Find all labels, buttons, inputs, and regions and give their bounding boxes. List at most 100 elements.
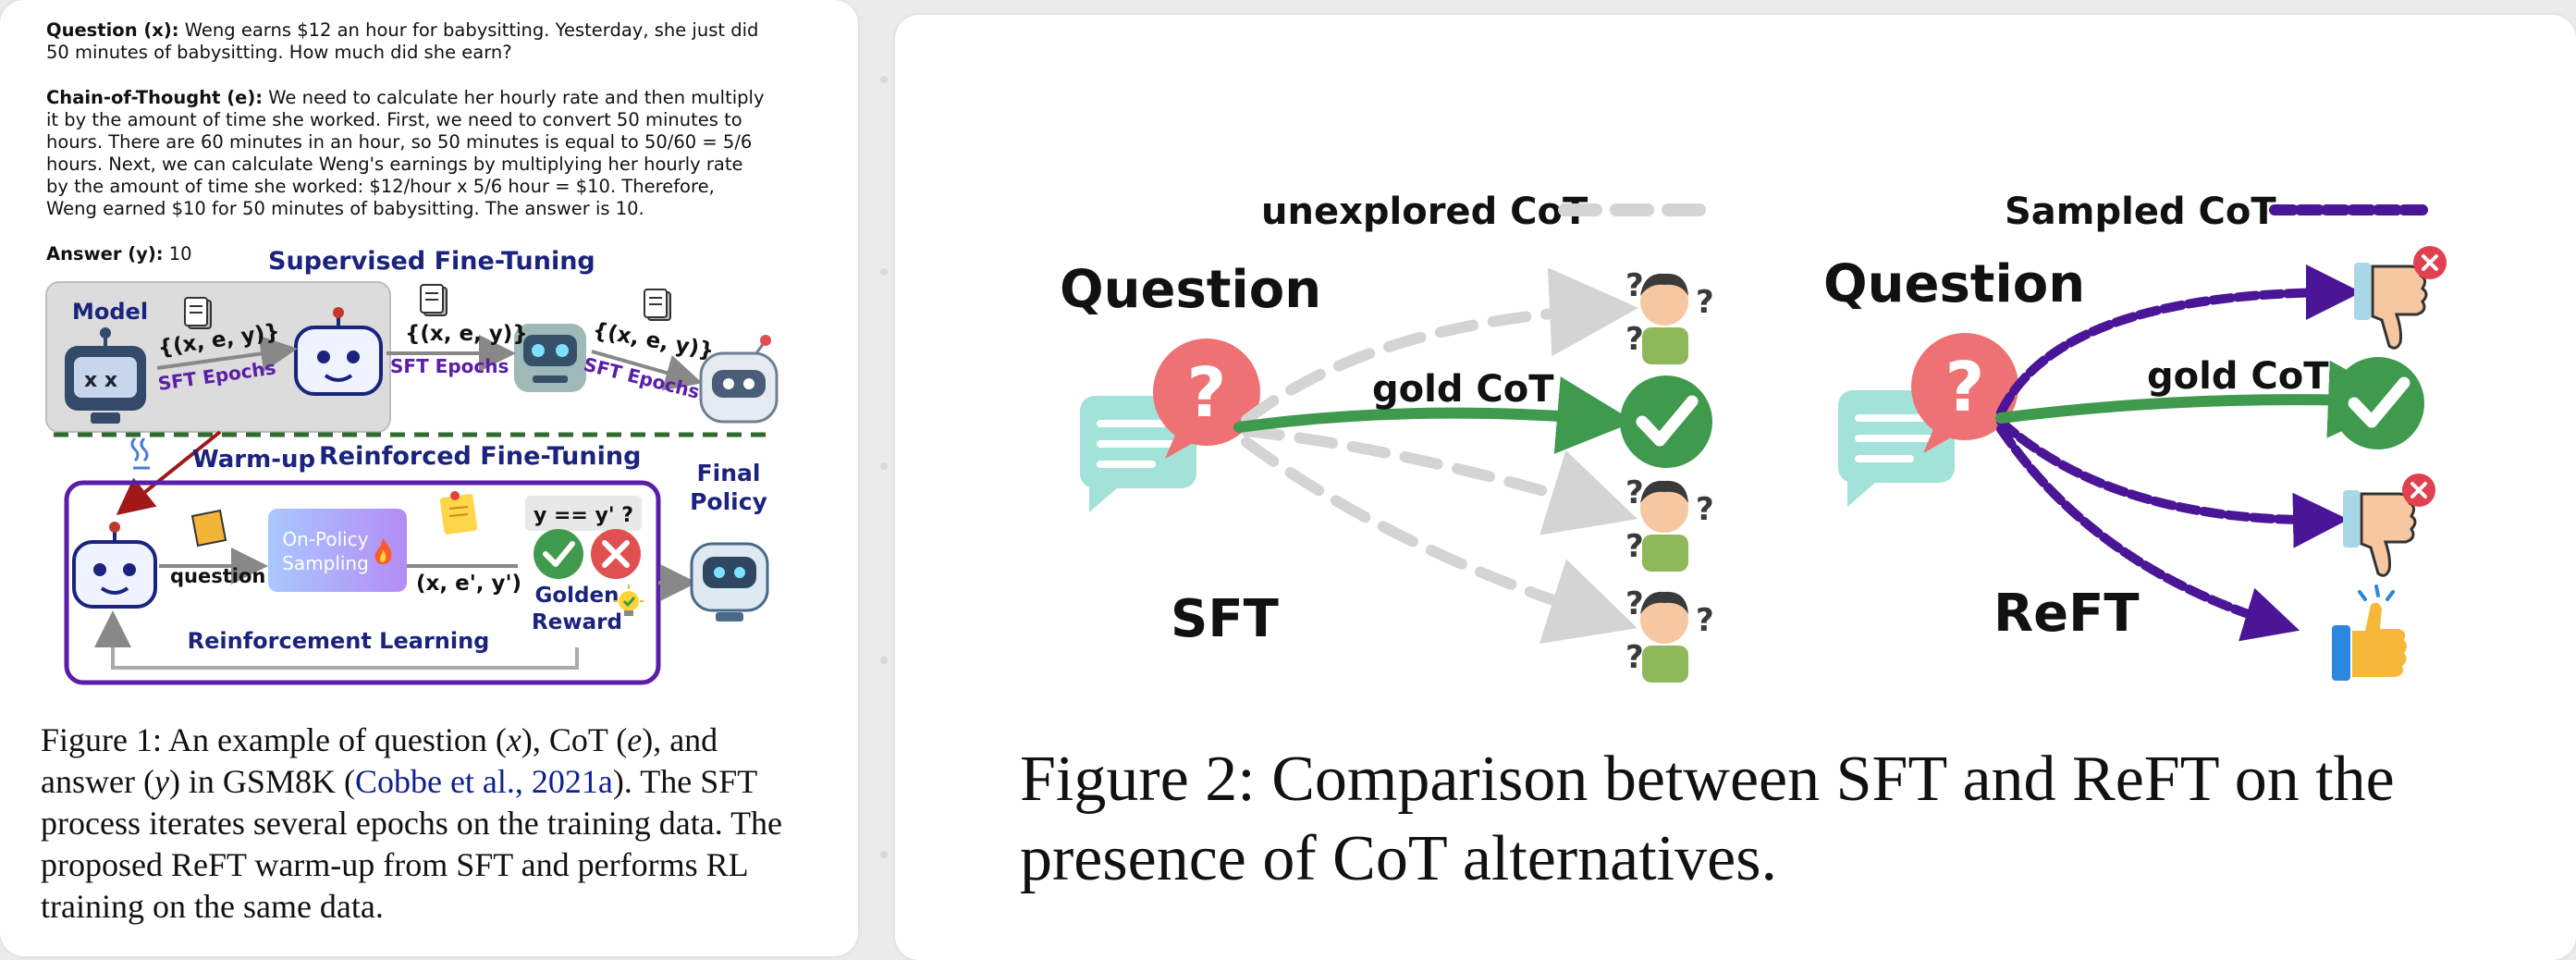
cross-circle-icon <box>591 529 641 579</box>
sampled-cot-path <box>1996 417 2349 548</box>
thumbs-down-icon <box>2354 246 2447 350</box>
caption-symbol: y <box>153 763 169 800</box>
on-policy-sampling-box <box>268 509 407 592</box>
tuple-label: {(x, e, y)} <box>405 322 528 346</box>
unexplored-cot-path <box>1241 425 1638 535</box>
svg-text:x x: x x <box>84 369 117 392</box>
sft-epochs-label: SFT Epochs <box>390 355 509 377</box>
golden-reward-label: Golden <box>534 584 619 608</box>
cot-line3: hours. There are 60 minutes in an hour, … <box>46 131 753 153</box>
svg-text:?: ? <box>1696 602 1714 639</box>
cot-line4: hours. Next, we can calculate Weng's ear… <box>46 154 743 175</box>
warmup-label: Warm-up <box>192 446 315 474</box>
sft-title: Supervised Fine-Tuning <box>268 247 595 276</box>
separator-dot <box>880 268 888 276</box>
steam-icon <box>130 437 150 470</box>
golden-reward-label: Reward <box>532 610 622 634</box>
citation-link[interactable]: Cobbe et al., 2021a <box>354 763 613 800</box>
sft-arrow <box>156 335 298 373</box>
cot-text: Chain-of-Thought (e): We need to calcula… <box>46 87 764 109</box>
answer-label: Answer (y): <box>46 243 164 265</box>
answer-value: 10 <box>168 243 192 265</box>
separator-dot <box>880 76 888 83</box>
cot-line5: by the amount of time she worked: $12/ho… <box>46 176 715 197</box>
cot-line2: it by the amount of time she worked. Fir… <box>46 109 742 130</box>
caption-text: ). The SFT <box>612 763 758 800</box>
caption-line: Figure 1: An example of question (x), Co… <box>41 720 836 761</box>
answer-text: Answer (y): 10 <box>46 243 192 265</box>
sampled-cot-label: Sampled CoT <box>2005 191 2276 233</box>
figure2-panel: unexplored CoT Sampled CoT Question ? go… <box>895 15 2576 960</box>
model-label: Model <box>72 299 148 325</box>
question-bubble-icon: ? <box>1080 338 1260 512</box>
figure1-diagram: Supervised Fine-Tuning Model x x <box>45 247 779 685</box>
caption-text: ) in GSM8K ( <box>168 763 355 800</box>
caption-text: Figure 1: An example of question ( <box>41 721 507 758</box>
question-label: Question (x): <box>46 19 179 41</box>
caption-line: answer (y) in GSM8K (Cobbe et al., 2021a… <box>41 761 836 803</box>
robot-icon <box>690 542 769 622</box>
separator-dot <box>880 851 888 858</box>
question-label-right: Question <box>1823 254 2085 314</box>
caption-text: answer ( <box>41 763 154 800</box>
separator-dot <box>880 657 888 664</box>
check-circle-icon <box>2332 357 2424 449</box>
sft-epochs-label: SFT Epochs <box>582 353 702 403</box>
robot-icon <box>294 307 383 396</box>
robot-icon: x x <box>65 327 146 424</box>
caption-text: ), and <box>642 721 718 758</box>
unexplored-cot-path <box>1241 267 1638 425</box>
svg-text:?: ? <box>1625 267 1644 304</box>
gold-cot-path <box>1995 360 2406 438</box>
gold-cot-label-left: gold CoT <box>1372 368 1554 411</box>
rl-loop-arrow <box>94 610 579 670</box>
question-label-left: Question <box>1060 260 1321 320</box>
sampled-cot-path <box>1996 265 2361 417</box>
question-line2: 50 minutes of babysitting. How much did … <box>46 42 512 63</box>
unexplored-cot-path <box>1241 437 1638 645</box>
figure1-caption: Figure 1: An example of question (x), Co… <box>41 720 836 928</box>
question-arrow-label: question <box>170 565 265 587</box>
svg-text:?: ? <box>1625 474 1644 511</box>
svg-text:?: ? <box>1696 284 1714 321</box>
confused-person-icon: ? ? ? <box>1625 474 1714 572</box>
document-icon <box>184 297 212 329</box>
svg-text:?: ? <box>1187 353 1227 433</box>
on-policy-label: Sampling <box>282 552 369 574</box>
caption-line: proposed ReFT warm-up from SFT and perfo… <box>41 846 749 883</box>
unexplored-cot-label: unexplored CoT <box>1261 191 1589 233</box>
warmup-arrow <box>116 430 222 516</box>
check-circle-icon <box>534 529 583 579</box>
caption-line: process iterates several epochs on the t… <box>41 805 783 842</box>
sampled-tuple: (x, e', y') <box>416 572 521 596</box>
caption-line: Figure 2: Comparison between SFT and ReF… <box>1020 744 2395 815</box>
on-policy-label: On-Policy <box>282 528 368 550</box>
cot-line6: Weng earned $10 for 50 minutes of babysi… <box>46 198 644 219</box>
gold-cot-path <box>1233 376 1635 454</box>
rl-label: Reinforcement Learning <box>188 628 490 654</box>
figure2-caption: Figure 2: Comparison between SFT and ReF… <box>1020 740 2536 899</box>
check-label: y == y' ? <box>534 504 633 527</box>
svg-text:?: ? <box>1945 348 1985 427</box>
confused-person-icon: ? ? ? <box>1625 267 1714 364</box>
caption-line: training on the same data. <box>41 888 384 925</box>
caption-symbol: e <box>627 721 643 758</box>
check-box <box>525 496 642 531</box>
question-bubble-icon: ? <box>1838 333 2018 507</box>
lightbulb-icon <box>614 585 644 616</box>
reft-label: ReFT <box>1993 584 2140 644</box>
svg-text:?: ? <box>1625 528 1644 565</box>
reft-title: Reinforced Fine-Tuning <box>319 442 641 471</box>
sticky-note-icon <box>190 509 227 548</box>
question-text: Question (x): Weng earns $12 an hour for… <box>46 19 758 42</box>
thumbs-down-icon <box>2343 474 2435 577</box>
separator-dot <box>880 462 888 470</box>
robot-icon <box>699 335 779 424</box>
caption-line: presence of CoT alternatives. <box>1020 823 1777 894</box>
thumbs-up-icon <box>2332 585 2407 681</box>
figure1-panel: Question (x): Weng earns $12 an hour for… <box>0 0 858 956</box>
fire-icon <box>374 538 392 565</box>
sticky-note-icon <box>439 491 478 535</box>
caption-symbol: x <box>506 721 521 758</box>
figure2-diagram: unexplored CoT Sampled CoT Question ? go… <box>1060 191 2447 683</box>
